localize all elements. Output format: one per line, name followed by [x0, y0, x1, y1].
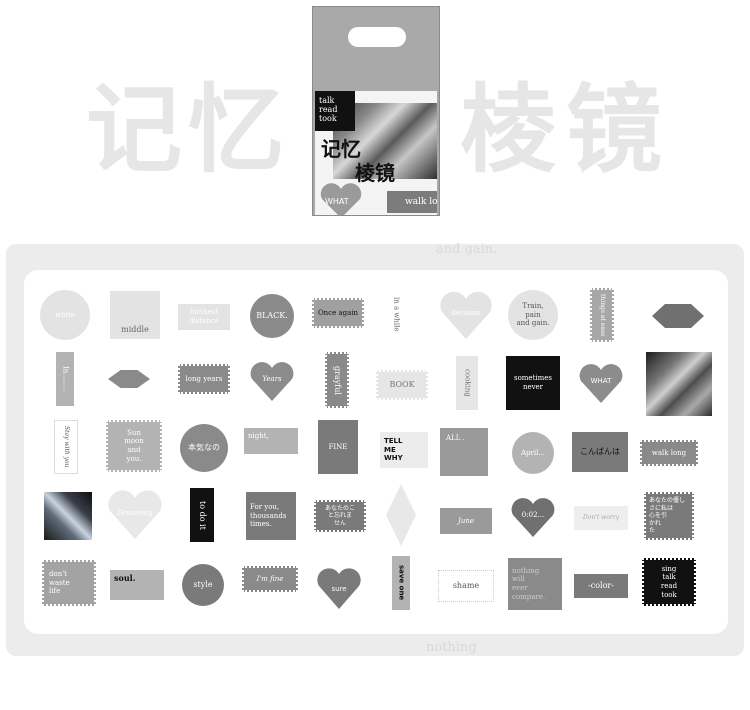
bg-title-char: 镜 [566, 73, 662, 186]
photo-sticker[interactable] [646, 352, 712, 416]
sticker[interactable]: long years [178, 364, 230, 394]
sticker[interactable]: Once again [312, 298, 364, 328]
sticker[interactable]: BLACK. [250, 294, 294, 338]
photo-sticker[interactable] [44, 492, 92, 540]
sticker[interactable]: April... [512, 432, 554, 474]
package-tag: talk read took [315, 91, 355, 131]
sticker[interactable]: walk long [640, 440, 698, 466]
sticker[interactable]: あなたの優し さに私は 心を引 かれ た [644, 492, 694, 540]
sticker[interactable]: in a while [388, 290, 404, 338]
sticker[interactable]: things at ease [590, 288, 614, 342]
sticker[interactable]: night, [244, 428, 298, 454]
sticker[interactable]: In........ [56, 352, 74, 406]
heart-shape [579, 364, 623, 403]
sticker[interactable]: FINE [318, 420, 358, 474]
ghost-text: and gain. [436, 242, 498, 257]
sticker[interactable]: decision [451, 308, 481, 317]
sticker[interactable]: Dreaming [117, 508, 153, 517]
sticker[interactable]: don't waste life [42, 560, 96, 606]
sticker[interactable]: こんばんは [572, 432, 628, 472]
sticker[interactable]: sometimes never [506, 356, 560, 410]
hang-hole [348, 27, 406, 47]
sticker[interactable]: 本気なの [180, 424, 228, 472]
sticker[interactable]: Don't worry [574, 506, 628, 530]
sticker[interactable]: sure [331, 584, 347, 593]
sticker[interactable]: BOOK [376, 370, 428, 400]
sticker[interactable]: Stay with you [54, 420, 78, 474]
sticker[interactable]: ALL . [440, 428, 488, 476]
sticker[interactable]: -color- [574, 574, 628, 598]
heart-shape [511, 498, 555, 537]
sticker[interactable]: soul. [110, 570, 164, 600]
sticker[interactable]: cooking [456, 356, 478, 410]
bg-title-char: 棱 [460, 73, 556, 186]
sticker[interactable]: For you, thousands times. [246, 492, 296, 540]
sticker[interactable]: white [40, 290, 90, 340]
heart-shape [108, 490, 162, 539]
package-label: walk lo [387, 191, 437, 213]
bg-title-char: 记 [86, 73, 182, 186]
sticker[interactable]: Years [262, 374, 282, 383]
sticker[interactable]: to do it [190, 488, 214, 542]
package-heart-text: WHAT [325, 197, 349, 206]
sticker[interactable]: あなたのこ と忘れま せん [314, 500, 366, 532]
package-window: talk read took 记忆 棱镜 WHAT walk lo [315, 91, 437, 215]
hexagon-sticker[interactable] [108, 370, 150, 388]
sticker-package: talk read took 记忆 棱镜 WHAT walk lo [312, 6, 440, 216]
package-title: 棱镜 [355, 161, 395, 185]
sticker[interactable]: WHAT [590, 376, 612, 385]
sticker[interactable]: style [182, 564, 224, 606]
bg-title-char: 忆 [188, 73, 284, 186]
sticker[interactable]: sing talk read took [642, 558, 696, 606]
heart-shape [317, 568, 361, 609]
sticker[interactable]: June [440, 508, 492, 534]
sticker[interactable]: shame [438, 570, 494, 602]
sticker[interactable]: Train, pain and gain. [508, 290, 558, 340]
sticker[interactable]: furthest distance [178, 304, 230, 330]
sticker[interactable]: TELL ME WHY [380, 432, 428, 468]
heart-shape [250, 362, 294, 401]
sticker[interactable]: save one [392, 556, 410, 610]
heart-shape [440, 291, 492, 339]
sticker[interactable]: grayful [325, 352, 349, 408]
sticker[interactable]: 0:02... [521, 510, 545, 519]
hexagon-sticker[interactable] [652, 304, 704, 328]
sticker[interactable]: middle [110, 291, 160, 339]
package-title: 记忆 [321, 137, 361, 161]
sticker[interactable]: nothing will ever compare. [508, 558, 562, 610]
ghost-text: nothing [426, 640, 477, 655]
sticker[interactable]: I'm fine [242, 566, 298, 592]
sticker[interactable]: Sun moon and you. [106, 420, 162, 472]
heart-shape [320, 183, 362, 215]
